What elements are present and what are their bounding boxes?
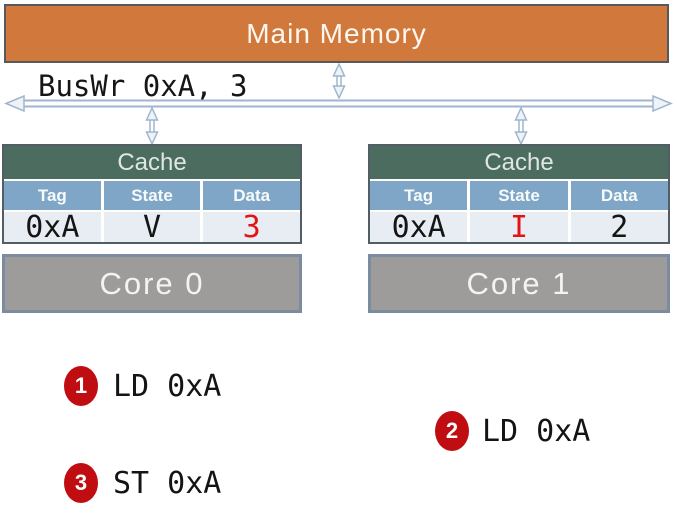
cache1-header-row: Tag State Data bbox=[370, 179, 668, 210]
step3-label: ST 0xA bbox=[113, 465, 222, 501]
cache1-header-tag: Tag bbox=[370, 181, 468, 210]
core1-label: Core 1 bbox=[466, 265, 572, 301]
cache0-title: Cache bbox=[4, 146, 300, 179]
step2-label: LD 0xA bbox=[482, 413, 591, 449]
cache0-table: Cache Tag State Data 0xA V 3 bbox=[2, 144, 302, 245]
cache1-header-data: Data bbox=[567, 181, 668, 210]
cache1-title: Cache bbox=[370, 146, 668, 179]
bus-cache0-arrow bbox=[145, 107, 159, 145]
bus-cache1-arrow bbox=[514, 107, 528, 145]
cache0-tag-value: 0xA bbox=[4, 210, 101, 245]
cache0-header-row: Tag State Data bbox=[4, 179, 301, 210]
cache1-data-row: 0xA I 2 bbox=[370, 210, 668, 245]
cache1-table: Cache Tag State Data 0xA I 2 bbox=[368, 144, 670, 245]
main-memory-label: Main Memory bbox=[246, 17, 427, 49]
bus-write-label: BusWr 0xA, 3 bbox=[38, 69, 248, 103]
cache1-data-value: 2 bbox=[567, 210, 668, 245]
cache1-header-state: State bbox=[467, 181, 568, 210]
cache0-data-row: 0xA V 3 bbox=[4, 210, 301, 245]
main-memory-box: Main Memory bbox=[4, 4, 669, 63]
step2-badge: 2 bbox=[435, 411, 469, 451]
memory-bus-arrow bbox=[332, 63, 346, 99]
cache0-header-tag: Tag bbox=[4, 181, 101, 210]
cache1-tag-value: 0xA bbox=[370, 210, 468, 245]
step1-label: LD 0xA bbox=[113, 368, 222, 404]
shared-bus-arrow bbox=[4, 94, 673, 113]
cache0-header-data: Data bbox=[200, 181, 301, 210]
step1-badge: 1 bbox=[64, 366, 98, 406]
cache0-state-value: V bbox=[100, 210, 201, 245]
cache1-state-value: I bbox=[467, 210, 568, 245]
core1-box: Core 1 bbox=[368, 254, 670, 313]
step3-badge: 3 bbox=[64, 463, 98, 503]
cache0-header-state: State bbox=[100, 181, 201, 210]
core0-box: Core 0 bbox=[2, 254, 302, 313]
core0-label: Core 0 bbox=[99, 265, 205, 301]
cache0-data-value: 3 bbox=[200, 210, 301, 245]
